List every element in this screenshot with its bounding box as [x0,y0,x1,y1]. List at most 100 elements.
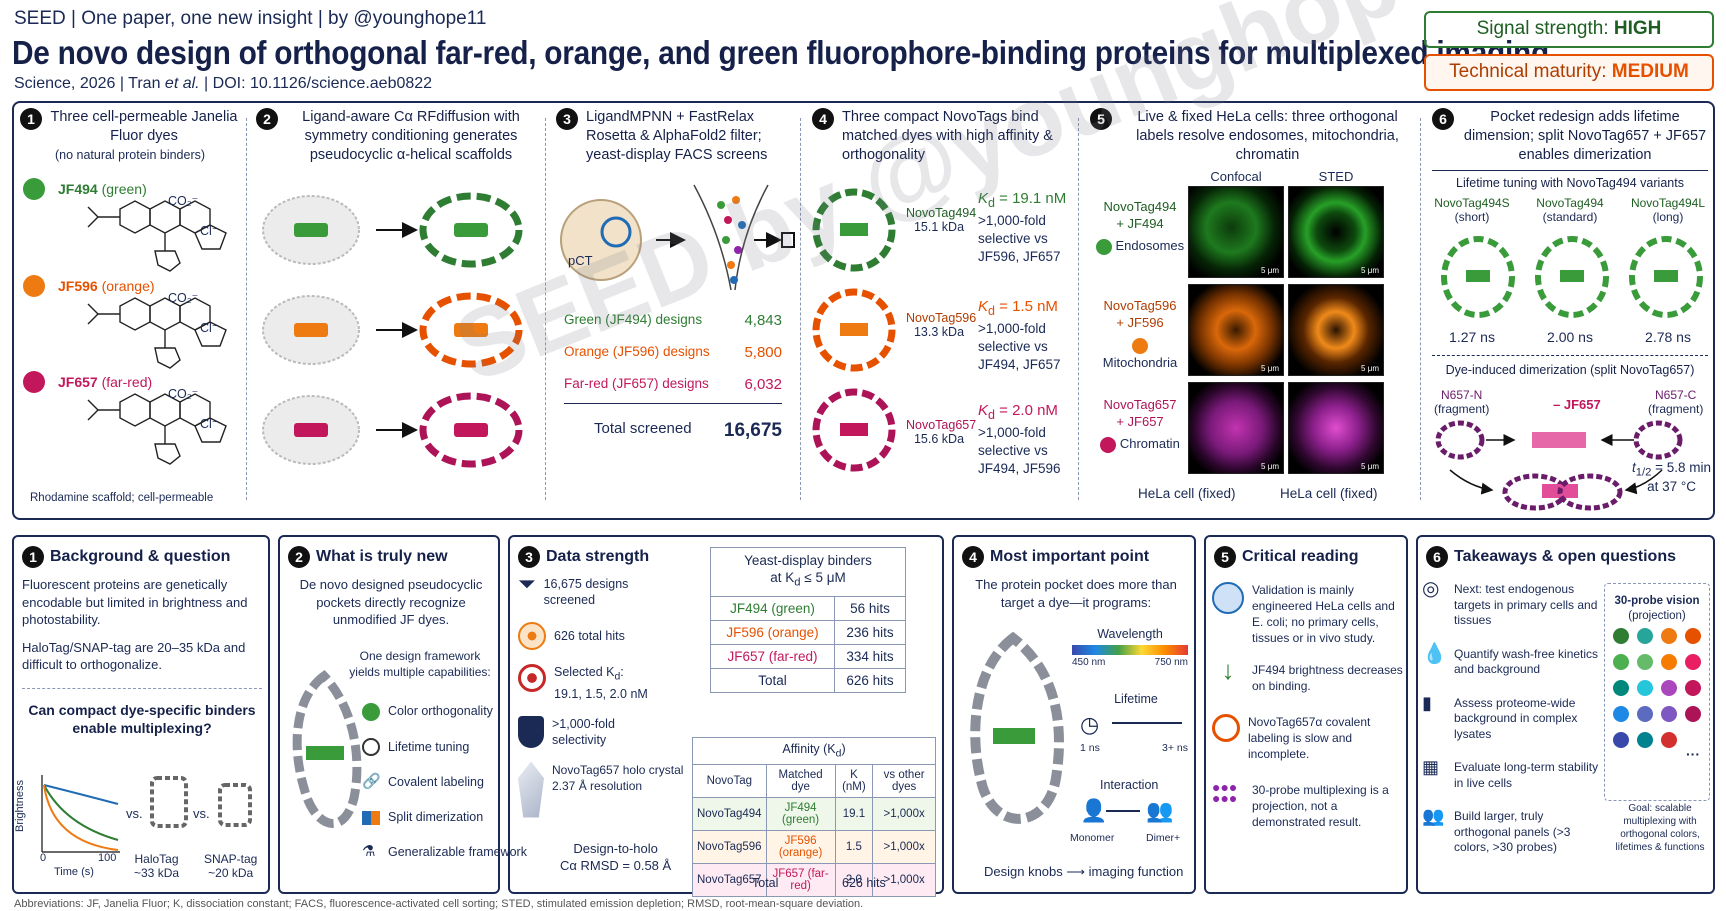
scaffold-row-orange [262,292,523,368]
dye-jf494 [23,178,227,272]
monomer-icon: 👤 [1080,798,1108,823]
x-tick: 0 [40,852,47,864]
droplet-icon: 💧 [1422,642,1447,665]
novotag494-structure [812,188,896,272]
novotag657-structure [812,388,896,472]
dimerization-diagram [1435,420,1683,511]
orange-dot [1132,337,1148,354]
hits-icon [518,622,546,650]
probe-dot [1613,732,1629,748]
key-question: Can compact dye-specific binders enable … [28,701,256,736]
dimer-icon: 👥 [1146,798,1174,823]
table-row: JF657 (far-red)334 hits [710,643,906,669]
card-takeaways [1416,535,1715,894]
probe-dot [1685,680,1701,696]
vision-box: 30-probe vision(projection) [1604,583,1710,801]
step-number: 3 [556,108,578,130]
card-text: De novo designed pseudocyclic pockets di… [299,577,483,627]
magenta-dot [1100,436,1117,453]
step-number: 1 [20,108,42,130]
figure-band [12,101,1715,520]
capability-item: 🔗Covalent labeling [362,773,484,791]
card-background [12,535,270,894]
critique-item: NovoTag657α covalent labeling is slow an… [1212,714,1404,762]
bar-chart-icon: ▮ [1422,692,1432,713]
capability-list: Color orthogonality Lifetime tuning 🔗Cov… [362,702,527,861]
critique-item: ●●●●●●30-probe multiplexing is a project… [1212,779,1389,829]
card-title: Most important point [990,548,1150,565]
probe-dot [1613,706,1629,722]
critique-item: Validation is mainly engineered HeLa cel… [1212,582,1404,646]
probe-dot [1637,706,1653,722]
confocal-mitochondria-image: 5 μm [1188,284,1284,376]
probe-dot [1685,654,1701,670]
panel-lifetime-dimer: 6 Pocket redesign adds lifetime dimensio… [1432,108,1708,165]
carboxylate-label: CO₂⁻ [168,194,199,208]
chloride-label: Cl⁻ [200,321,219,335]
group-icon: 👥 [1422,806,1445,826]
probe-dot [1613,680,1629,696]
dots-grid-icon: ●●●●●● [1212,779,1238,806]
clock-icon [362,738,380,757]
ellipsis: ··· [1686,746,1700,762]
probe-dot [1685,628,1701,644]
link-icon: 🔗 [362,773,381,791]
step-number: 6 [1426,546,1448,568]
probe-dot [1685,706,1701,722]
panel-dyes: 1 Three cell-permeable Janelia Fluor dye… [20,108,240,162]
dye-structures [23,178,227,465]
divider [246,118,247,500]
stat-item: Selected Kd:19.1, 1.5, 2.0 nM [518,664,688,702]
card-new [278,535,500,894]
panel-subtitle: (no natural protein binders) [54,148,206,162]
probe-dot [1661,706,1677,722]
target-icon [518,664,546,692]
confocal-chromatin-image: 5 μm [1188,382,1284,474]
card-key-point [952,535,1196,894]
green-dye-dot [23,178,45,200]
probe-dot [1661,680,1677,696]
probe-dot [1637,628,1653,644]
card-title: Takeaways & open questions [1454,548,1676,565]
affinity-total-value: 626 hits [842,876,886,890]
step-number: 5 [1214,546,1236,568]
clock-icon: ◷ [1080,712,1100,737]
step-number: 2 [288,546,310,568]
lifetime-min: 1 ns [1080,742,1100,754]
stat-item: 626 total hits [518,622,688,650]
step-number: 5 [1090,108,1112,130]
pocket-structure [292,670,362,828]
card-takeaways-header: 6 Takeaways & open questions [1426,546,1676,568]
lifetime-value: 1.27 ns [1449,329,1495,345]
funnel-icon: ⏷ [518,571,536,596]
cell-caption: HeLa cell (fixed) [1138,486,1236,501]
sted-endosomes-image: 5 μm [1288,186,1384,278]
probe-dot [1661,628,1677,644]
page-title: De novo design of orthogonal far-red, or… [12,34,1549,71]
panel-screening: 3 LigandMPNN + FastRelax Rosetta & Alpha… [556,108,796,165]
probe-dot [1637,680,1653,696]
probe-dot [1637,654,1653,670]
imaging-row-label: NovoTag657+ JF657 Chromatin [1094,396,1186,453]
probe-dot [1613,654,1629,670]
novotag-structures [812,188,896,472]
critique-item: ↓JF494 brightness decreases on binding. [1212,657,1404,694]
divider [545,118,546,500]
takeaway-item: 💧Quantify wash-free kinetics and backgro… [1422,642,1599,677]
card-text: HaloTag/SNAP-tag are 20–35 kDa and diffi… [22,639,246,673]
chloride-label: Cl⁻ [200,224,219,238]
